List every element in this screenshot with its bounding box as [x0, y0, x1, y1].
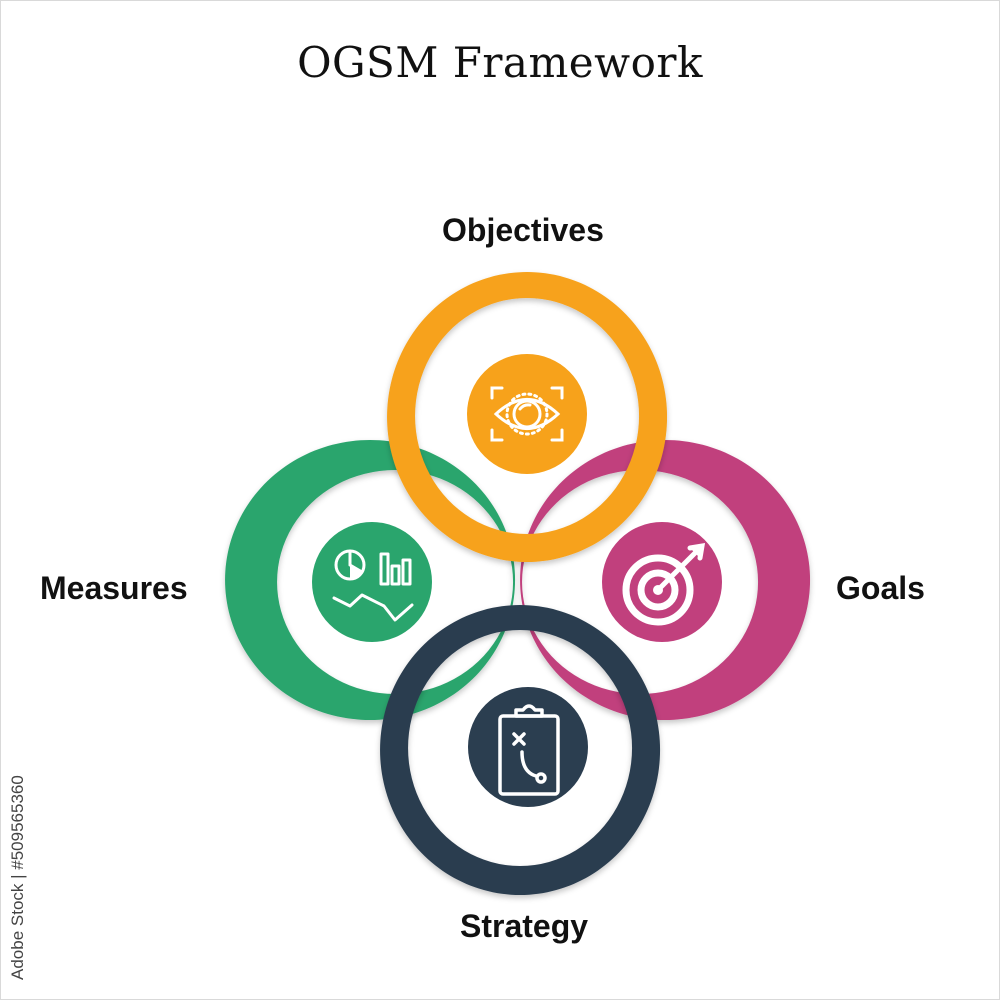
target-arrow-icon	[622, 542, 706, 626]
node-strategy	[468, 687, 588, 807]
label-strategy: Strategy	[460, 908, 589, 944]
clipboard-play-icon	[498, 704, 560, 796]
stock-id-text: Adobe Stock | #509565360	[8, 775, 27, 980]
node-goals	[602, 522, 722, 642]
ring-measures	[225, 440, 516, 720]
ring-goals	[520, 440, 811, 720]
label-goals: Goals	[836, 570, 925, 606]
node-objectives	[467, 354, 587, 474]
node-measures	[312, 522, 432, 642]
chart-icon	[332, 549, 414, 622]
diagram-title: OGSM Framework	[297, 38, 703, 87]
label-measures: Measures	[40, 570, 188, 606]
eye-icon	[490, 386, 564, 442]
label-objectives: Objectives	[442, 212, 604, 248]
stock-id-watermark: Adobe Stock | #509565360	[2, 760, 32, 980]
